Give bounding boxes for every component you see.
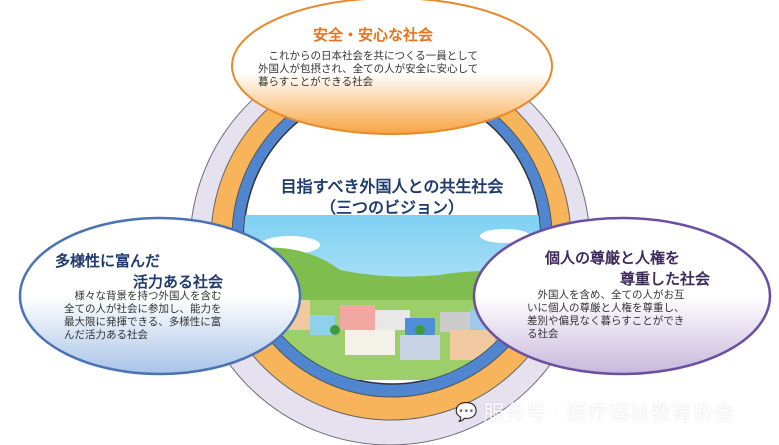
title-line: 活力ある社会 bbox=[133, 273, 224, 291]
vision-body-diversity: 様々な背景を持つ外国人を含む 全ての人が社会に参加し、能力を 最大限に発揮できる… bbox=[64, 290, 222, 342]
vision-bubble-diversity bbox=[18, 216, 302, 376]
body-line: 外国人が包摂され、全ての人が安全に安心して bbox=[258, 63, 479, 75]
body-line: 様々な背景を持つ外国人を含む bbox=[64, 290, 222, 302]
vision-title-dignity: 個人の尊厳と人権を 尊重した社会 bbox=[545, 247, 710, 289]
vision-title-diversity: 多様性に富んだ 活力ある社会 bbox=[55, 250, 223, 292]
body-line: 全ての人が社会に参加し、能力を bbox=[64, 303, 222, 315]
title-line: 多様性に富んだ bbox=[55, 252, 161, 270]
body-line: んだ活力ある社会 bbox=[64, 329, 148, 341]
body-line: 外国人を含め、全ての人がお互 bbox=[527, 289, 685, 301]
body-line: これからの日本社会を共につくる一員として bbox=[258, 50, 478, 62]
body-line: いに個人の尊厳と人権を尊重し、 bbox=[527, 302, 685, 314]
body-line: 最大限に発揮できる、多様性に富 bbox=[64, 316, 222, 328]
vision-title-safety: 安全・安心な社会 bbox=[313, 26, 434, 44]
vision-bubble-dignity bbox=[472, 216, 772, 376]
watermark-text: 服务号 · 医疗福祉教育协会 bbox=[483, 401, 735, 425]
body-line: る社会 bbox=[527, 328, 559, 340]
vision-body-dignity: 外国人を含め、全ての人がお互 いに個人の尊厳と人権を尊重し、 差別や偏見なく暮ら… bbox=[527, 289, 685, 341]
body-line: 暮らすことができる社会 bbox=[258, 76, 374, 88]
center-title: 目指すべき外国人との共生社会 （三つのビジョン） bbox=[252, 176, 532, 218]
watermark: 💬 服务号 · 医疗福祉教育协会 bbox=[455, 397, 734, 427]
body-line: 差別や偏見なく暮らすことができ bbox=[527, 315, 685, 327]
center-title-line2: （三つのビジョン） bbox=[319, 198, 464, 217]
wechat-icon: 💬 bbox=[455, 401, 478, 423]
center-title-line1: 目指すべき外国人との共生社会 bbox=[280, 177, 504, 196]
vision-body-safety: これからの日本社会を共につくる一員として 外国人が包摂され、全ての人が安全に安心… bbox=[258, 50, 478, 89]
title-line: 尊重した社会 bbox=[620, 270, 711, 288]
vision-bubble-safety bbox=[231, 0, 553, 135]
title-line: 個人の尊厳と人権を bbox=[545, 249, 681, 267]
